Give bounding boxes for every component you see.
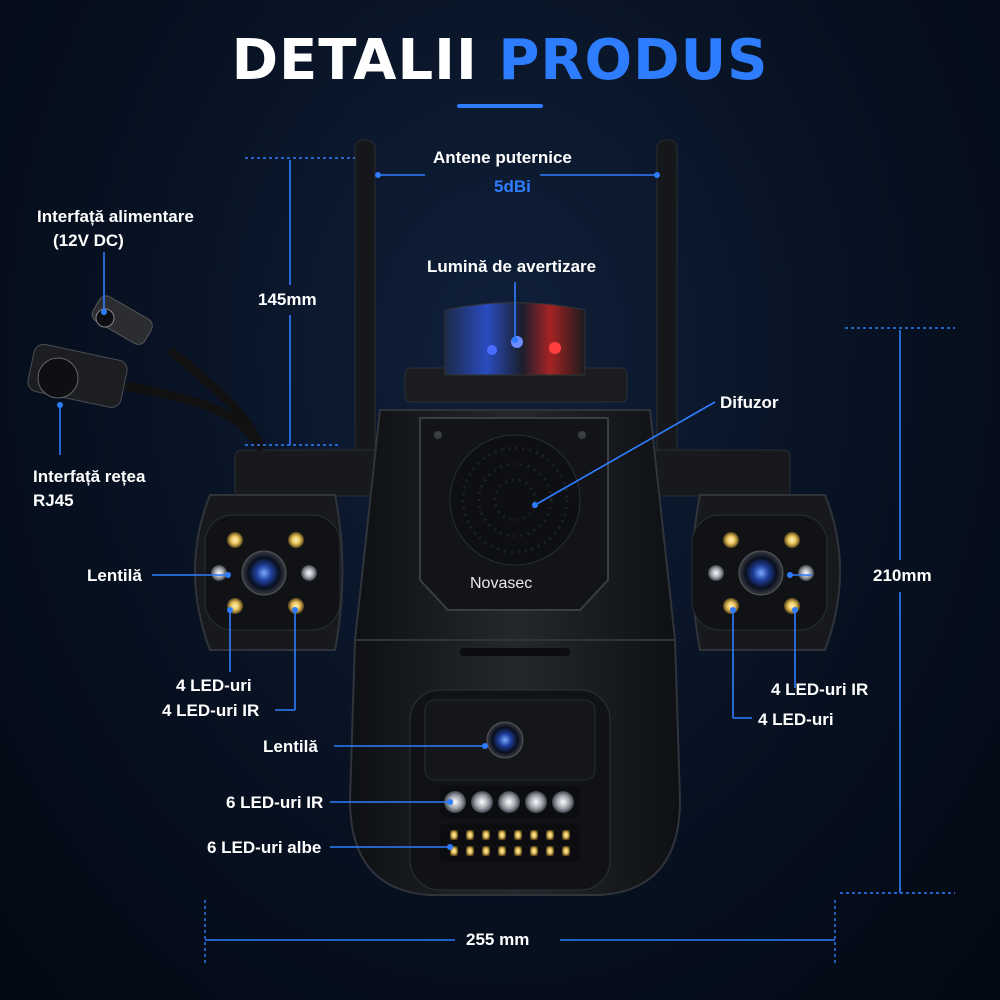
- right-camera-module: [691, 494, 841, 651]
- speaker-panel: [419, 417, 609, 611]
- antenna-gain-label: 5dBi: [494, 177, 531, 196]
- power-interface-spec: (12V DC): [53, 231, 124, 250]
- body-height-label: 210mm: [873, 566, 932, 585]
- left-lens-label: Lentilă: [87, 566, 142, 585]
- warning-light: [404, 302, 628, 403]
- warning-light-label: Lumină de avertizare: [427, 257, 597, 276]
- cables: [27, 295, 267, 453]
- left-leds-label: 4 LED-uri: [176, 676, 252, 695]
- left-camera-module: [194, 494, 344, 651]
- right-leds-label: 4 LED-uri: [758, 710, 834, 729]
- brand-logo: Novasec: [470, 575, 533, 592]
- callout-lines: [59, 160, 901, 941]
- dimension-guides: [204, 157, 955, 965]
- right-ir-leds-label: 4 LED-uri IR: [771, 680, 869, 699]
- power-interface-label: Interfață alimentare: [37, 207, 194, 226]
- callout-dots: [57, 172, 798, 850]
- antenna-height-label: 145mm: [258, 290, 317, 309]
- title-white: DETALII: [231, 28, 478, 93]
- antenna-left: [354, 139, 376, 471]
- title-underline: [457, 104, 543, 108]
- left-ir-leds-label: 4 LED-uri IR: [162, 701, 260, 720]
- width-label: 255 mm: [466, 930, 530, 949]
- antenna-label: Antene puternice: [433, 148, 572, 167]
- center-lens-label: Lentilă: [263, 737, 318, 756]
- center-camera-panel: [409, 689, 611, 891]
- speaker-label: Difuzor: [720, 393, 779, 412]
- white-leds-6-label: 6 LED-uri albe: [207, 838, 322, 857]
- title-blue: PRODUS: [498, 28, 769, 93]
- page-title: DETALII PRODUS: [0, 28, 1000, 93]
- ir-leds-6-label: 6 LED-uri IR: [226, 793, 324, 812]
- antenna-right: [656, 139, 678, 471]
- network-interface-label: Interfață rețea: [33, 467, 146, 486]
- network-interface-spec: RJ45: [33, 491, 74, 510]
